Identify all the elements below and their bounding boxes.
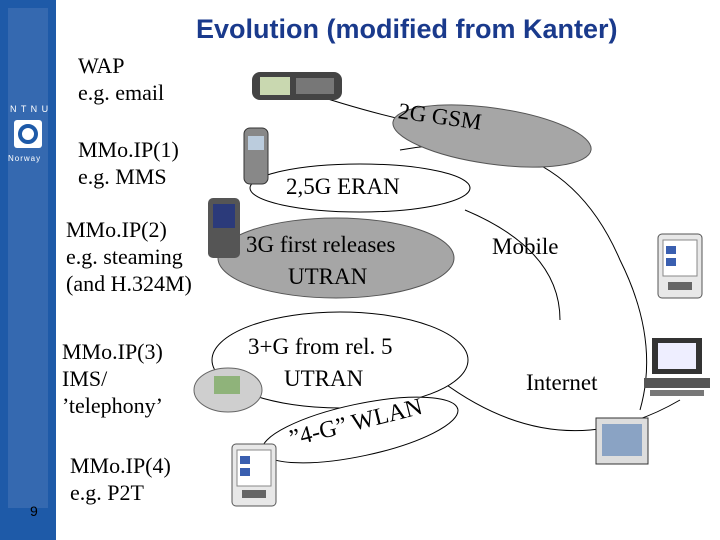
ntnu-logo [14,120,42,148]
ellipse-2-5g-eran [249,163,471,213]
label-3g-plus-utran: UTRAN [284,366,364,391]
phone-icon [252,72,342,100]
laptop-icon [595,417,649,465]
step-example: e.g. P2T [70,480,144,505]
step-note: ’telephony’ [62,393,164,418]
step-title: MMo.IP(4) [70,453,171,478]
sidebar-logo-band: N T N U Norway [0,0,56,540]
step-mmoip-1: MMo.IP(1) e.g. MMS [78,136,179,190]
ellipse-2g-gsm [392,104,592,168]
label-2-5g-eran: 2,5G ERAN [286,174,400,199]
label-3g-plus: 3+G from rel. 5 [248,334,393,359]
slide-title: Evolution (modified from Kanter) [196,14,618,44]
label-3g-first: 3G first releases [246,232,396,257]
org-country: Norway [8,154,42,163]
step-mmoip-3: MMo.IP(3) IMS/ ’telephony’ [62,338,163,419]
step-example: e.g. MMS [78,164,167,189]
step-title: WAP [78,53,125,78]
phone-icon [193,367,263,413]
phone-icon [208,198,240,258]
phone-icon [243,127,269,185]
label-internet: Internet [526,370,598,395]
sidebar-stripe [8,8,48,508]
pda-icon [657,233,703,299]
connector-line-mid [464,209,561,321]
step-note: (and H.324M) [66,271,192,296]
desktop-computer-icon [644,338,710,396]
step-example: e.g. email [78,80,165,105]
label-mobile: Mobile [492,234,559,259]
step-example: e.g. steaming [66,244,183,269]
page-number: 9 [30,503,38,519]
org-name: N T N U [10,104,50,114]
label-3g-utran: UTRAN [288,264,368,289]
pda-icon [231,443,277,507]
step-mmoip-4: MMo.IP(4) e.g. P2T [70,452,171,506]
step-title: MMo.IP(1) [78,137,179,162]
step-wap: WAP e.g. email [78,52,164,106]
step-mmoip-2: MMo.IP(2) e.g. steaming (and H.324M) [66,216,192,297]
step-example: IMS/ [62,366,108,391]
step-title: MMo.IP(2) [66,217,167,242]
connector-arc [439,379,681,432]
step-title: MMo.IP(3) [62,339,163,364]
